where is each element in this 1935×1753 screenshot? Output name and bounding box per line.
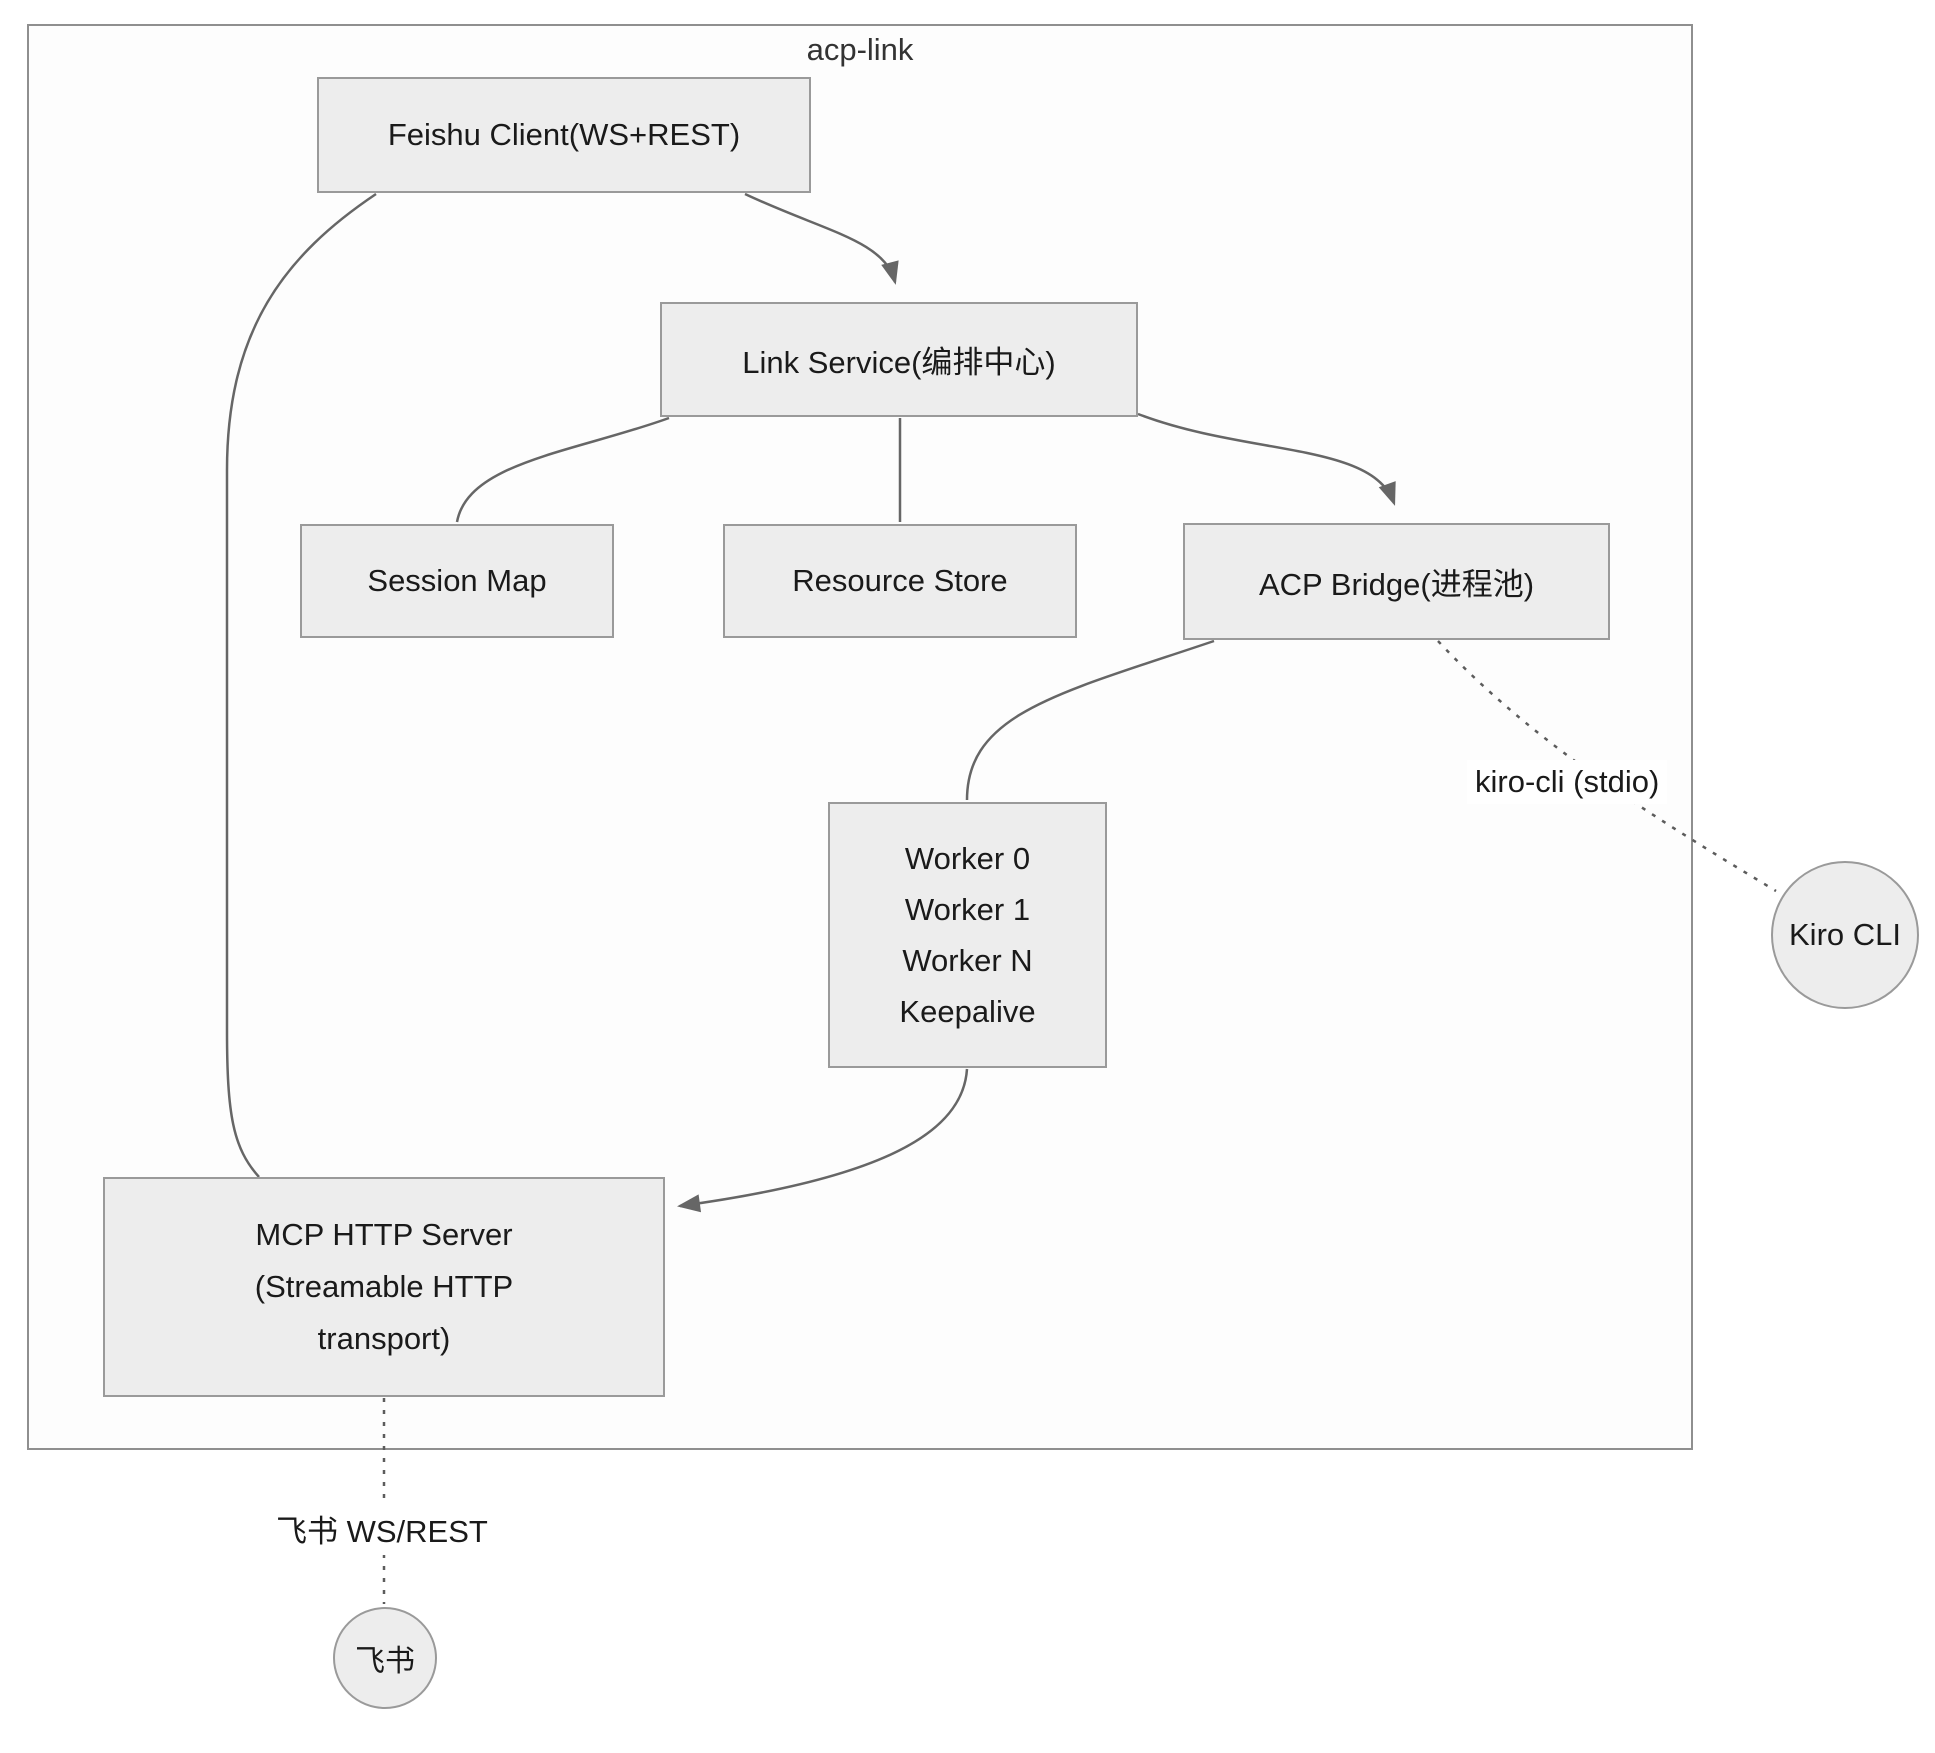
node-resource-store: Resource Store: [723, 524, 1077, 638]
worker-pool-line: Keepalive: [899, 994, 1036, 1029]
worker-pool-line: Worker 0: [904, 841, 1031, 876]
node-mcp-server: MCP HTTP Server (Streamable HTTP transpo…: [103, 1177, 665, 1397]
container-label: acp-link: [806, 32, 914, 67]
node-feishu-client-label: Feishu Client(WS+REST): [387, 117, 741, 152]
edge-label-kiro-cli-stdio: kiro-cli (stdio): [1467, 760, 1668, 804]
mcp-server-line: transport): [317, 1321, 451, 1356]
node-acp-bridge: ACP Bridge(进程池): [1183, 523, 1610, 640]
node-feishu-client: Feishu Client(WS+REST): [317, 77, 811, 193]
node-feishu: 飞书: [333, 1607, 437, 1709]
node-link-service-label: Link Service(编排中心): [742, 345, 1056, 380]
node-worker-pool: Worker 0 Worker 1 Worker N Keepalive: [828, 802, 1107, 1068]
worker-pool-line: Worker 1: [904, 892, 1031, 927]
node-session-map: Session Map: [300, 524, 614, 638]
mcp-server-line: MCP HTTP Server: [255, 1217, 513, 1252]
node-kiro-cli: Kiro CLI: [1771, 861, 1919, 1009]
node-link-service: Link Service(编排中心): [660, 302, 1138, 417]
node-kiro-cli-label: Kiro CLI: [1789, 917, 1901, 952]
node-feishu-label: 飞书: [355, 1645, 415, 1678]
node-acp-bridge-label: ACP Bridge(进程池): [1258, 567, 1535, 602]
node-resource-store-label: Resource Store: [792, 563, 1008, 598]
mcp-server-line: (Streamable HTTP: [254, 1269, 514, 1304]
worker-pool-line: Worker N: [902, 943, 1033, 978]
edge-label-feishu-ws-rest: 飞书 WS/REST: [268, 1502, 496, 1555]
node-session-map-label: Session Map: [367, 563, 547, 598]
